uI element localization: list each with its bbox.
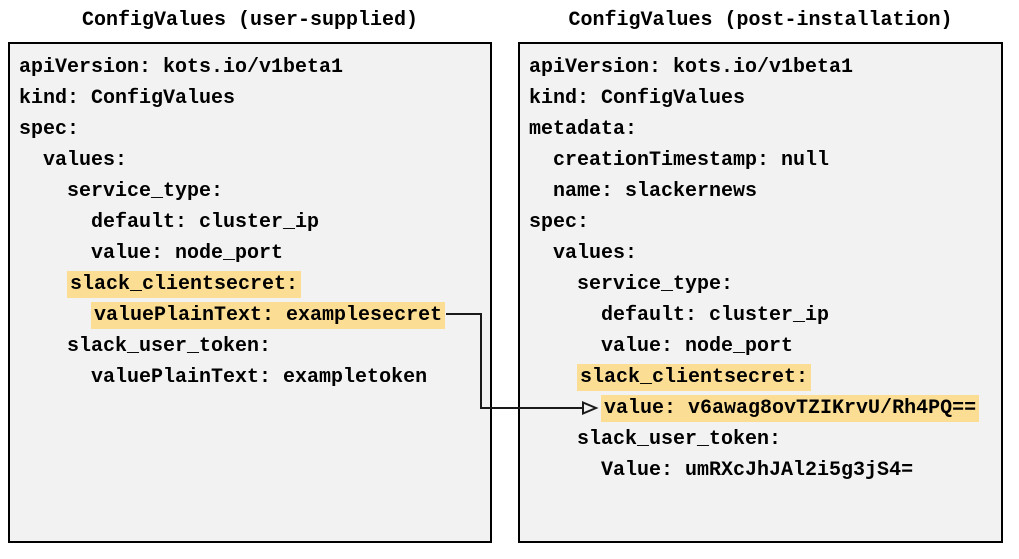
- code-line: slack_user_token:: [529, 424, 1001, 455]
- code-line: Value: umRXcJhJAl2i5g3jS4=: [529, 455, 1001, 486]
- code-text: values:: [43, 149, 128, 172]
- code-indent: [19, 180, 67, 203]
- highlighted-code-text: slack_clientsecret:: [577, 364, 812, 391]
- code-line: valuePlainText: exampletoken: [19, 362, 490, 393]
- code-text: service_type:: [67, 180, 224, 203]
- code-line: value: v6awag8ovTZIKrvU/Rh4PQ==: [529, 393, 1001, 424]
- code-text: apiVersion: kots.io/v1beta1: [19, 56, 344, 79]
- code-indent: [529, 397, 601, 420]
- code-indent: [19, 273, 67, 296]
- code-text: default: cluster_ip: [91, 211, 320, 234]
- code-line: name: slackernews: [529, 176, 1001, 207]
- code-text: apiVersion: kots.io/v1beta1: [529, 56, 854, 79]
- code-text: name: slackernews: [553, 180, 758, 203]
- code-text: value: node_port: [91, 242, 284, 265]
- code-indent: [529, 304, 601, 327]
- code-line: values:: [529, 238, 1001, 269]
- panel-post-installation: apiVersion: kots.io/v1beta1 kind: ConfigV…: [518, 42, 1003, 543]
- code-text: spec:: [19, 118, 80, 141]
- code-text: valuePlainText: exampletoken: [91, 366, 428, 389]
- code-indent: [529, 366, 577, 389]
- code-line: service_type:: [529, 269, 1001, 300]
- code-line: valuePlainText: examplesecret: [19, 300, 490, 331]
- code-line: default: cluster_ip: [529, 300, 1001, 331]
- code-text: slack_user_token:: [67, 335, 272, 358]
- code-line: spec:: [19, 114, 490, 145]
- code-line: metadata:: [529, 114, 1001, 145]
- code-text: kind: ConfigValues: [19, 87, 236, 110]
- code-line: apiVersion: kots.io/v1beta1: [529, 52, 1001, 83]
- code-text: creationTimestamp: null: [553, 149, 830, 172]
- code-line: value: node_port: [529, 331, 1001, 362]
- code-indent: [19, 149, 43, 172]
- code-line: spec:: [529, 207, 1001, 238]
- highlighted-code-text: value: v6awag8ovTZIKrvU/Rh4PQ==: [601, 395, 980, 422]
- code-line: kind: ConfigValues: [529, 83, 1001, 114]
- panel-title-user-supplied: ConfigValues (user-supplied): [81, 9, 419, 32]
- code-indent: [19, 242, 91, 265]
- code-indent: [19, 304, 91, 327]
- code-line: service_type:: [19, 176, 490, 207]
- code-line: apiVersion: kots.io/v1beta1: [19, 52, 490, 83]
- code-indent: [529, 180, 553, 203]
- code-line: slack_clientsecret:: [529, 362, 1001, 393]
- code-line: slack_clientsecret:: [19, 269, 490, 300]
- code-text: service_type:: [577, 273, 734, 296]
- code-indent: [529, 335, 601, 358]
- code-indent: [529, 459, 601, 482]
- code-line: slack_user_token:: [19, 331, 490, 362]
- code-block: apiVersion: kots.io/v1beta1 kind: ConfigV…: [529, 52, 1001, 486]
- code-indent: [19, 366, 91, 389]
- panel-title-post-installation: ConfigValues (post-installation): [568, 9, 953, 32]
- code-line: value: node_port: [19, 238, 490, 269]
- code-indent: [529, 149, 553, 172]
- code-text: value: node_port: [601, 335, 794, 358]
- code-text: metadata:: [529, 118, 638, 141]
- code-text: default: cluster_ip: [601, 304, 830, 327]
- code-block: apiVersion: kots.io/v1beta1 kind: ConfigV…: [19, 52, 490, 393]
- code-indent: [529, 242, 553, 265]
- highlighted-code-text: slack_clientsecret:: [67, 271, 302, 298]
- code-indent: [529, 428, 577, 451]
- code-text: slack_user_token:: [577, 428, 782, 451]
- code-line: default: cluster_ip: [19, 207, 490, 238]
- code-text: Value: umRXcJhJAl2i5g3jS4=: [601, 459, 914, 482]
- code-text: values:: [553, 242, 638, 265]
- code-text: spec:: [529, 211, 590, 234]
- highlighted-code-text: valuePlainText: examplesecret: [91, 302, 446, 329]
- code-line: values:: [19, 145, 490, 176]
- code-line: creationTimestamp: null: [529, 145, 1001, 176]
- code-indent: [529, 273, 577, 296]
- code-line: kind: ConfigValues: [19, 83, 490, 114]
- panel-user-supplied: apiVersion: kots.io/v1beta1 kind: ConfigV…: [8, 42, 492, 543]
- code-indent: [19, 335, 67, 358]
- code-text: kind: ConfigValues: [529, 87, 746, 110]
- code-indent: [19, 211, 91, 234]
